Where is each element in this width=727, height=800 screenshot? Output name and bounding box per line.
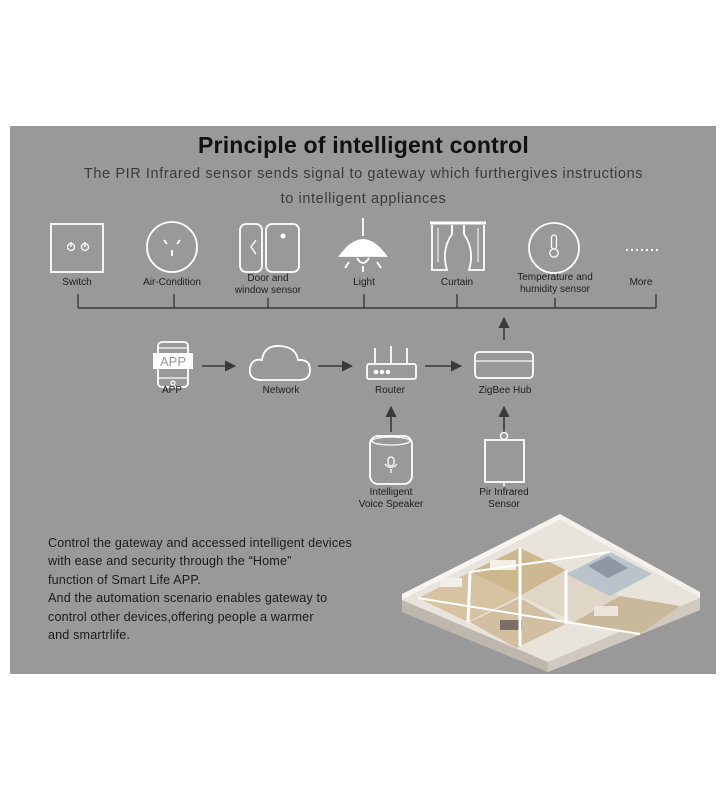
description-line: and smartrlife. [48, 628, 131, 643]
device-label-more: More [629, 277, 653, 288]
curtain-icon [430, 221, 486, 271]
description-line: function of Smart Life APP. [48, 572, 201, 587]
device-bracket-line [77, 294, 657, 309]
phone-icon-label: APP [160, 354, 186, 369]
door-sensor-icon [239, 223, 300, 273]
thermometer-icon [528, 222, 580, 274]
device-label-door-window: Door and window sensor [235, 273, 301, 297]
device-label-air-condition: Air-Condition [143, 277, 201, 288]
subtitle-line-2: to intelligent appliances [280, 191, 447, 207]
flow-label-router: Router [374, 385, 406, 396]
device-label-door-line1: Door and [247, 273, 289, 284]
pir-sensor-icon [484, 431, 525, 486]
description-line: And the automation scenario enables gate… [48, 591, 328, 606]
description-line: Control the gateway and accessed intelli… [48, 536, 352, 550]
device-label-door-line2: window sensor [234, 285, 302, 296]
flow-label-app: APP [161, 385, 183, 396]
device-label-temperature-line1: Temperature and [517, 272, 593, 283]
zigbee-hub-icon [474, 351, 534, 379]
description-line: control other devices,offering people a … [48, 609, 314, 624]
floor-plan-illustration [402, 514, 700, 672]
socket-icon [146, 221, 198, 273]
voice-speaker-icon [369, 435, 413, 485]
switch-icon [50, 223, 104, 273]
phone-icon [153, 341, 193, 388]
ellipsis-icon [625, 248, 659, 252]
page-title: Principle of intelligent control [198, 132, 529, 158]
router-icon [366, 346, 417, 380]
cloud-icon [248, 345, 311, 381]
device-label-temperature-line2: humidity sensor [519, 284, 591, 295]
device-label-switch: Switch [62, 277, 92, 288]
flow-label-voice-speaker: Intelligent Voice Speaker [359, 487, 424, 511]
device-label-curtain: Curtain [440, 277, 474, 288]
flow-label-speaker-line2: Voice Speaker [358, 499, 424, 510]
description-line: with ease and security through the “Home… [48, 554, 292, 569]
device-label-light: Light [353, 277, 375, 288]
subtitle-line-1: The PIR Infrared sensor sends signal to … [83, 166, 644, 182]
flow-label-network: Network [262, 385, 300, 396]
flow-label-speaker-line1: Intelligent [369, 487, 413, 498]
flow-label-pir-sensor: Pir Infrared Sensor [479, 487, 528, 511]
device-label-temperature: Temperature and humidity sensor [517, 272, 593, 296]
lamp-icon [338, 218, 388, 272]
flow-label-zigbee-hub: ZigBee Hub [478, 385, 532, 396]
flow-label-pir-line1: Pir Infrared [479, 487, 529, 498]
flow-label-pir-line2: Sensor [488, 499, 520, 510]
description-text: Control the gateway and accessed intelli… [48, 534, 398, 644]
